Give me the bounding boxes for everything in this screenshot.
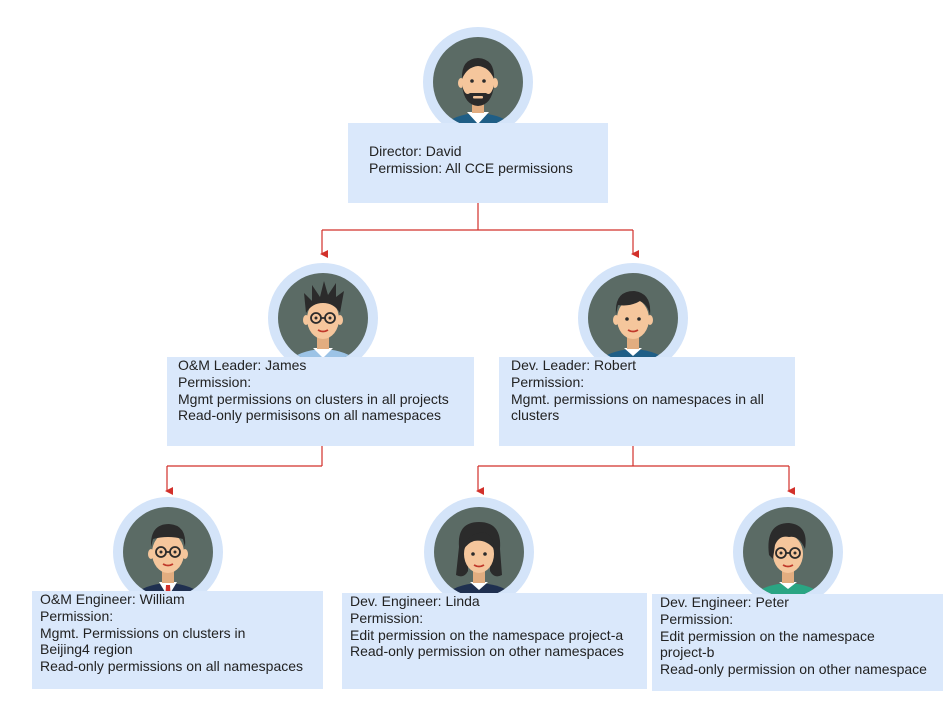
permission-line: Read-only permission on other namespaces: [350, 643, 624, 660]
permission-line: Permission:: [511, 373, 585, 390]
node-robert: Dev. Leader: Robert Permission: Mgmt. pe…: [499, 357, 795, 446]
node-james: O&M Leader: James Permission: Mgmt permi…: [167, 357, 474, 446]
node-title: Dev. Engineer: Linda: [350, 593, 480, 609]
woman-bob-hair-icon: [424, 497, 534, 607]
node-title: O&M Leader: James: [178, 357, 307, 373]
node-title: O&M Engineer: William: [40, 591, 185, 607]
permission-line: Read-only permissions on all namespaces: [40, 658, 304, 675]
node-title: Dev. Leader: Robert: [511, 357, 637, 373]
permission-line: clusters: [511, 407, 560, 424]
permission-line: Permission:: [350, 609, 424, 626]
node-william: O&M Engineer: William Permission: Mgmt. …: [32, 591, 323, 689]
permission-line: project-b: [660, 644, 715, 661]
permission-line: Permission: All CCE permissions: [369, 159, 573, 176]
permission-line: Mgmt permissions on clusters in all proj…: [178, 390, 449, 407]
person-glasses-green-shirt-icon: [733, 497, 843, 607]
permission-line: Beijing4 region: [40, 641, 133, 658]
permission-line: Permission:: [660, 610, 734, 627]
permission-line: Edit permission on the namespace: [660, 627, 875, 644]
node-title: Dev. Engineer: Peter: [660, 594, 789, 610]
permission-line: Read-only permisisons on all namespaces: [178, 407, 442, 424]
permission-line: Edit permission on the namespace project…: [350, 626, 624, 643]
permission-line: Mgmt. Permissions on clusters in: [40, 624, 246, 641]
permission-line: Permission:: [178, 373, 252, 390]
man-beard-icon: [423, 27, 533, 137]
permission-line: Mgmt. permissions on namespaces in all: [511, 390, 764, 407]
node-david: Director: David Permission: All CCE perm…: [348, 123, 608, 203]
permission-line: Permission:: [40, 607, 114, 624]
node-linda: Dev. Engineer: Linda Permission: Edit pe…: [342, 593, 647, 689]
permission-line: Read-only permission on other namespace: [660, 661, 927, 678]
node-title: Director: David: [369, 143, 462, 159]
node-peter: Dev. Engineer: Peter Permission: Edit pe…: [652, 594, 943, 691]
man-glasses-spiky-hair-icon: [268, 263, 378, 373]
